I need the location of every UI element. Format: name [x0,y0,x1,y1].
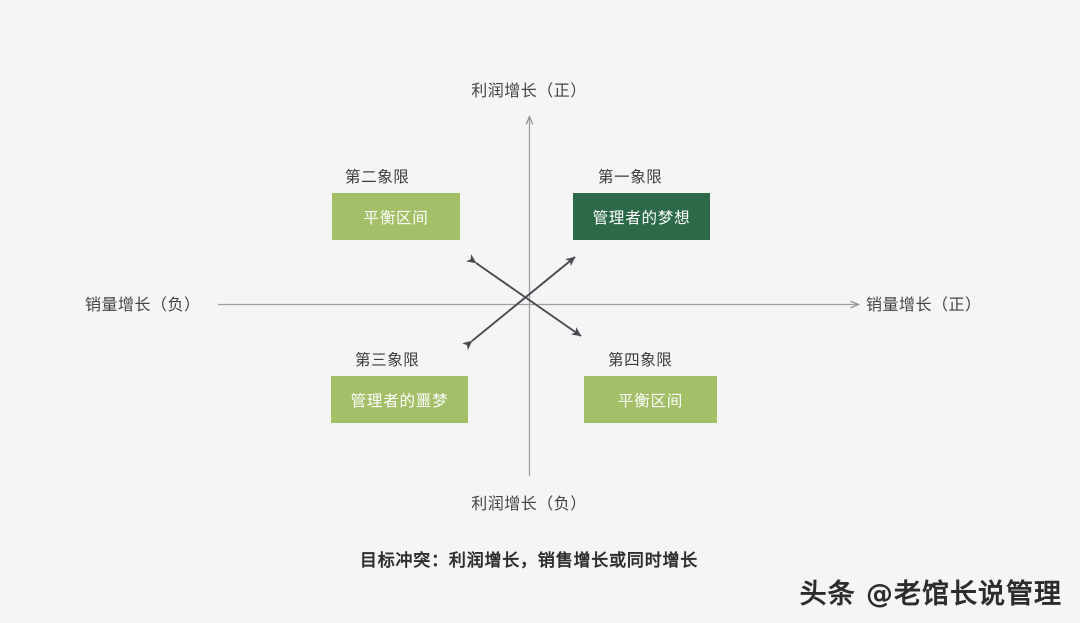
quadrant-4-title: 第四象限 [608,352,673,369]
quadrant-3-chip-managers-nightmare: 管理者的噩梦 [331,376,468,423]
watermark-text: 头条 @老馆长说管理 [799,579,1062,610]
axis-label-sales-growth-positive: 销量增长（正） [866,297,982,314]
quadrant-2-chip-balance-zone: 平衡区间 [332,193,460,240]
axis-label-sales-growth-negative: 销量增长（负） [85,297,201,314]
quadrant-4-chip-balance-zone: 平衡区间 [584,376,717,423]
diagonal-arrow-nw-se [466,254,582,337]
diagonal-arrow-ne-sw [462,256,576,351]
quadrant-3-title: 第三象限 [355,352,420,369]
axis-label-profit-growth-negative: 利润增长（负） [471,496,587,513]
diagram-caption: 目标冲突：利润增长，销售增长或同时增长 [359,551,699,570]
quadrant-1-title: 第一象限 [598,169,663,186]
quadrant-1-chip-managers-dream: 管理者的梦想 [573,193,710,240]
quadrant-2-title: 第二象限 [345,169,410,186]
axis-label-profit-growth-positive: 利润增长（正） [471,83,587,100]
